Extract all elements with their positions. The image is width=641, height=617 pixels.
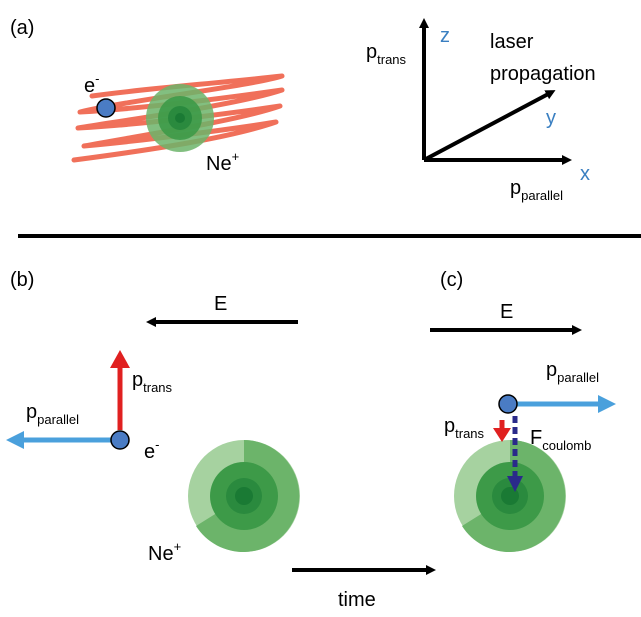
coordinate-axes bbox=[419, 18, 572, 165]
p-parallel-label-b: pparallel bbox=[26, 401, 79, 427]
p-parallel-arrowhead-c bbox=[598, 395, 616, 413]
electron-a bbox=[96, 98, 116, 118]
laser-wave bbox=[71, 73, 285, 163]
electron-b bbox=[110, 430, 130, 450]
laser-label-line1: laser bbox=[490, 31, 534, 53]
p-trans-label-a: ptrans bbox=[366, 41, 407, 67]
y-axis bbox=[423, 90, 556, 162]
ion-label-b: Ne+ bbox=[148, 539, 181, 565]
panel-label-c: (c) bbox=[440, 269, 463, 291]
laser-pulse bbox=[71, 73, 285, 163]
p-trans-arrowhead-b bbox=[110, 350, 130, 368]
ion-b bbox=[188, 440, 300, 552]
ion-label-a: Ne+ bbox=[206, 149, 239, 175]
ion-c bbox=[454, 440, 566, 552]
time-label: time bbox=[338, 589, 376, 611]
panel-label-a: (a) bbox=[10, 17, 34, 39]
field-label-c: E bbox=[500, 301, 513, 323]
laser-label-line2: propagation bbox=[490, 63, 596, 85]
p-parallel-label-a: pparallel bbox=[510, 177, 563, 203]
electron-label-a: e- bbox=[84, 71, 99, 97]
coulomb-label: Fcoulomb bbox=[530, 427, 591, 453]
p-parallel-arrowhead-b bbox=[6, 431, 24, 449]
panel-label-b: (b) bbox=[10, 269, 34, 291]
p-trans-label-b: ptrans bbox=[132, 369, 173, 395]
electron-label-b: e- bbox=[144, 437, 159, 463]
p-trans-label-c: ptrans bbox=[444, 415, 485, 441]
axis-z-label: z bbox=[440, 25, 450, 47]
ion-a bbox=[146, 84, 214, 152]
p-parallel-label-c: pparallel bbox=[546, 359, 599, 385]
axis-y-label: y bbox=[546, 107, 556, 129]
p-trans-arrowhead-c bbox=[493, 428, 511, 442]
electron-c bbox=[498, 394, 518, 414]
axis-x-label: x bbox=[580, 163, 590, 185]
coulomb-force-arrowhead bbox=[507, 476, 523, 492]
field-label-b: E bbox=[214, 293, 227, 315]
